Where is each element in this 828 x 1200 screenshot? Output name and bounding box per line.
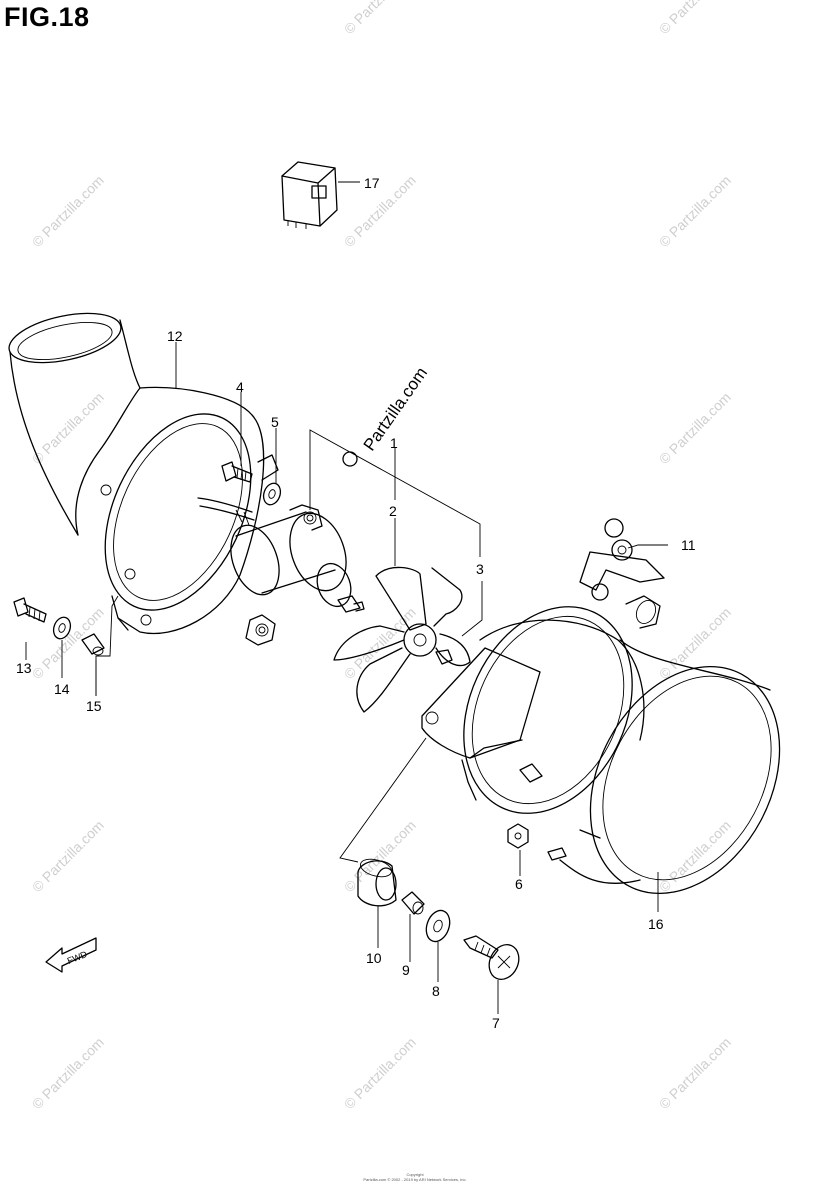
part-15-collar [81, 633, 105, 656]
part-10-grommet [357, 858, 397, 907]
part-16-fan-housing [461, 595, 781, 895]
part-4-bolt [221, 461, 253, 483]
callout-16: 16 [648, 916, 664, 932]
callout-8: 8 [432, 983, 440, 999]
fan-motor-wires [197, 497, 255, 526]
watermark: © Partzilla.com [341, 0, 419, 37]
callout-7: 7 [492, 1015, 500, 1031]
callout-17: 17 [364, 175, 380, 191]
part-7-screw [463, 935, 520, 981]
copyright-footer: Copyright Partzilla.com © 2002 - 2019 by… [330, 1172, 500, 1182]
part-8-washer [425, 909, 451, 943]
watermark: © Partzilla.com [656, 817, 734, 895]
watermark-layer: © Partzilla.com © Partzilla.com © Partzi… [29, 0, 734, 1112]
callout-15: 15 [86, 698, 102, 714]
watermark: © Partzilla.com [29, 172, 107, 250]
footer-line-1: Copyright [406, 1172, 424, 1177]
callout-10: 10 [366, 950, 382, 966]
watermark: © Partzilla.com [341, 604, 419, 682]
callout-5: 5 [271, 414, 279, 430]
callout-14: 14 [54, 681, 70, 697]
callout-4: 4 [236, 379, 244, 395]
callout-2: 2 [389, 503, 397, 519]
watermark: © Partzilla.com [29, 1034, 107, 1112]
watermark: © Partzilla.com [341, 172, 419, 250]
figure-title: FIG.18 [4, 2, 90, 32]
watermark: © Partzilla.com [29, 604, 107, 682]
callout-6: 6 [515, 876, 523, 892]
part-11-clamp [579, 518, 665, 601]
watermark: © Partzilla.com [29, 389, 107, 467]
fwd-arrow-icon: FWD [45, 937, 97, 973]
callout-11: 11 [681, 537, 696, 553]
part-1-fan-motor [230, 504, 365, 646]
callout-1: 1 [390, 435, 398, 451]
part-5-washer [262, 482, 282, 506]
part-2-fan-blade [333, 566, 471, 713]
watermark: © Partzilla.com [656, 172, 734, 250]
part-17-relay [281, 161, 338, 229]
part-6-nut [507, 823, 529, 849]
footer-line-2: Partzilla.com © 2002 - 2019 by ARI Netwo… [363, 1177, 467, 1182]
part-12-fan-shroud [8, 312, 279, 634]
watermark: © Partzilla.com [341, 817, 419, 895]
callout-9: 9 [402, 962, 410, 978]
watermark: © Partzilla.com [341, 1034, 419, 1112]
part-9-collar [401, 891, 425, 915]
watermark: © Partzilla.com [656, 604, 734, 682]
part-13-bolt [13, 597, 47, 623]
watermark: © Partzilla.com [656, 389, 734, 467]
part-14-washer [52, 616, 72, 640]
watermark: © Partzilla.com [656, 1034, 734, 1112]
callout-12: 12 [167, 328, 183, 344]
watermark: © Partzilla.com [29, 817, 107, 895]
watermark: © Partzilla.com [656, 0, 734, 37]
fwd-label: FWD [66, 949, 89, 966]
leader-lines [25, 181, 668, 1014]
small-o-ring [342, 451, 358, 467]
part-3-fan-bracket [421, 647, 541, 759]
callout-3: 3 [476, 561, 484, 577]
callout-labels: 1 2 3 4 5 6 7 8 9 10 11 12 13 14 15 16 1… [16, 175, 696, 1031]
callout-13: 13 [16, 660, 32, 676]
